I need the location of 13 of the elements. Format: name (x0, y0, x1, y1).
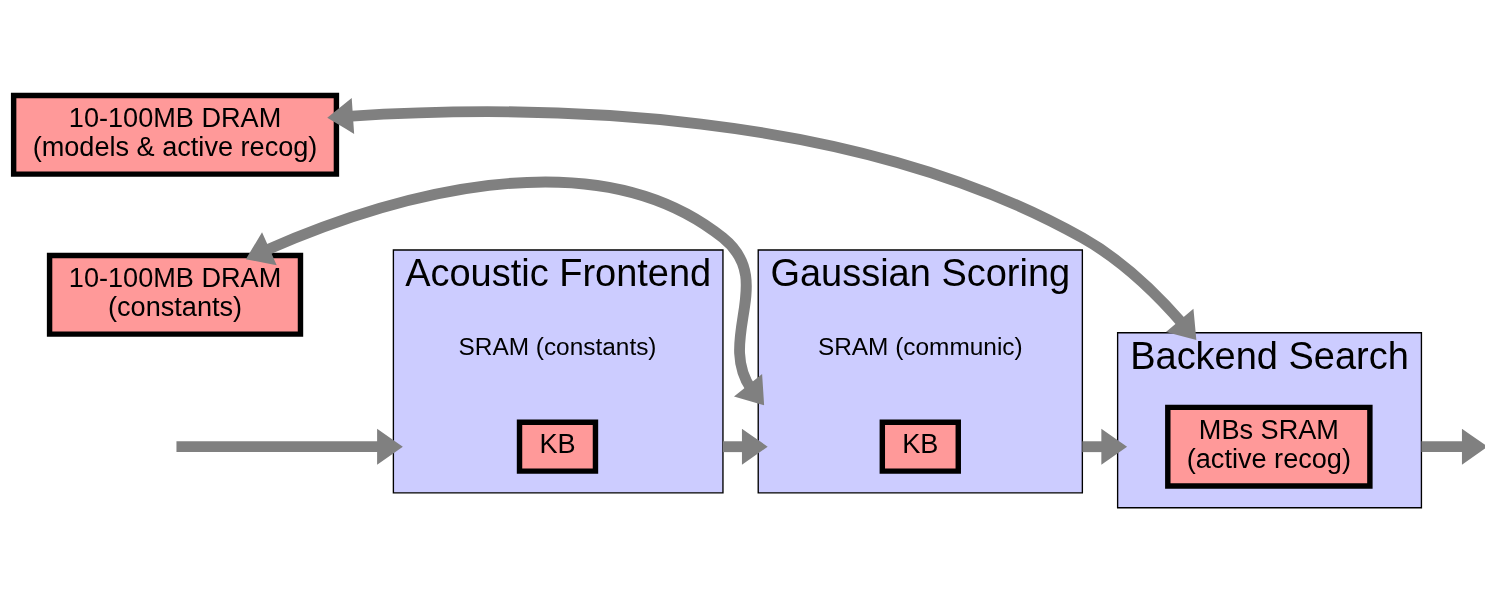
node-box: MBs SRAM (active recog) (1165, 404, 1373, 489)
node-box: KB (516, 419, 599, 474)
arrow (176, 428, 403, 465)
arrow (327, 97, 1197, 340)
arrow (245, 176, 765, 406)
arrow (1082, 428, 1128, 465)
node-box: 10-100MB DRAM (constants) (46, 252, 304, 337)
node-label: SRAM (communic) (817, 333, 1023, 361)
arrow (1421, 428, 1485, 465)
node-label: SRAM (constants) (458, 333, 657, 361)
node-box: KB (879, 419, 961, 474)
arrow (722, 428, 768, 465)
node-box: 10-100MB DRAM (models & active recog) (10, 92, 340, 177)
